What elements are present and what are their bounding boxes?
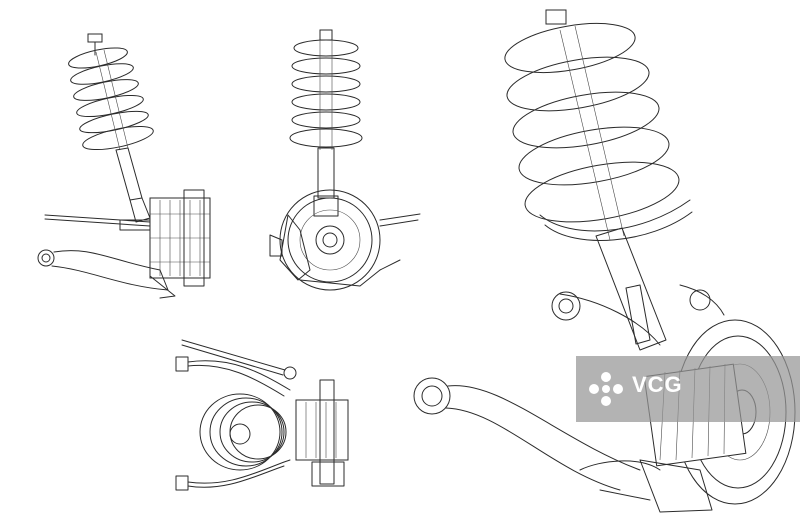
hub-and-brake	[149, 189, 211, 287]
view-bottom-center	[175, 339, 349, 491]
control-arm	[413, 377, 661, 501]
view-top-left	[37, 33, 211, 299]
coil-spring-top	[199, 393, 287, 471]
watermark-banner	[576, 356, 800, 422]
brake-disc	[279, 189, 381, 291]
coil-spring	[289, 29, 363, 150]
control-arm	[269, 213, 421, 287]
coil-spring	[68, 33, 154, 151]
view-right	[413, 9, 796, 513]
tie-rod	[44, 214, 151, 231]
strut-tube	[313, 147, 339, 217]
control-arm	[37, 249, 176, 299]
coil-spring	[504, 9, 693, 241]
tie-rod	[181, 339, 297, 380]
hub-and-brake	[295, 379, 349, 487]
control-arm	[175, 356, 291, 491]
strut-tube	[115, 147, 151, 223]
vcg-flower-logo-icon	[589, 372, 623, 406]
view-top-center	[269, 29, 421, 291]
upper-link	[551, 284, 725, 346]
strut-tube	[595, 227, 667, 351]
watermark-brand-text: VCG	[632, 372, 683, 397]
